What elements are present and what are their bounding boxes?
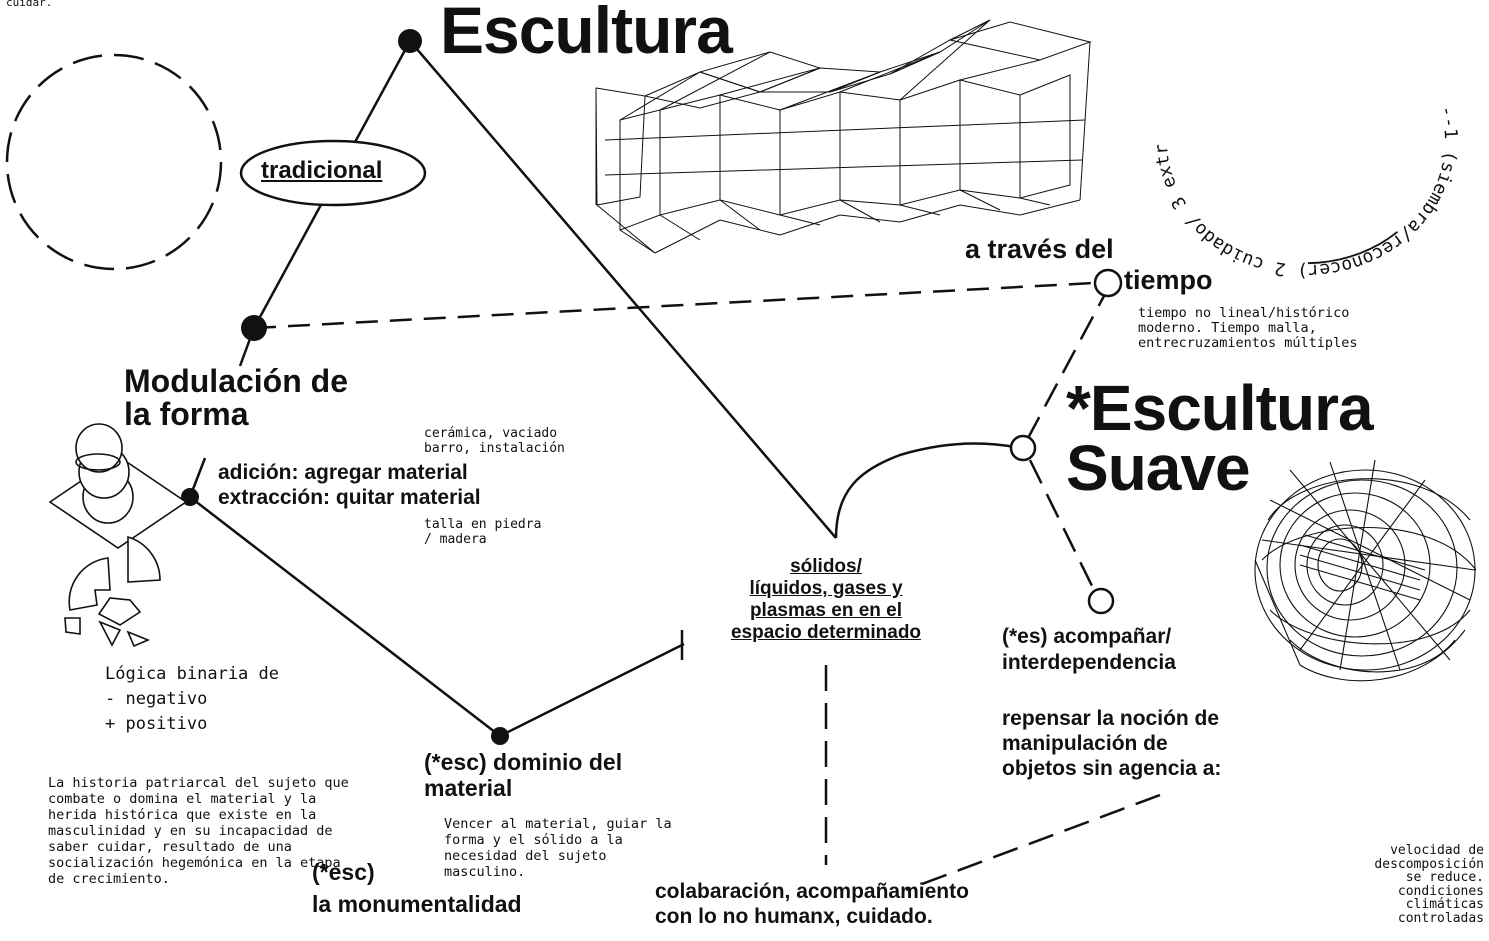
corner-text: cuidar. [6, 0, 53, 9]
note-vencer: Vencer al material, guiar la forma y el … [444, 816, 672, 880]
label-esc-dominio: (*esc) dominio del material [424, 749, 623, 801]
label-adicion: adición: agregar material [218, 461, 468, 484]
note-velocidad: velocidad de descomposición se reduce. c… [1374, 843, 1484, 926]
label-modulacion: Modulación de la forma [124, 363, 348, 432]
title-escultura: Escultura [440, 0, 733, 67]
label-colaboracion: colabaración, acompañamiento con lo no h… [655, 880, 969, 928]
node-tiempo [1093, 268, 1123, 298]
line-suave-to-tiempo [1025, 295, 1106, 441]
label-extraccion: extracción: quitar material [218, 486, 481, 509]
line-adicion-to-dominio [189, 496, 501, 737]
node-dominio [491, 727, 509, 745]
node-acompanar [1087, 587, 1115, 615]
wireframe-sculpture-drawing [595, 19, 1092, 254]
label-logica-binaria: Lógica binaria de - negativo + positivo [105, 664, 279, 734]
node-escultura [398, 29, 422, 53]
node-suave [1009, 434, 1037, 462]
note-tiempo: tiempo no lineal/histórico moderno. Tiem… [1138, 305, 1358, 351]
broken-pieces-drawing [64, 535, 161, 648]
label-esc-monumentalidad: (*esc) la monumentalidad [312, 859, 522, 917]
dashed-circle [5, 53, 223, 271]
label-repensar: repensar la noción de manipulación de ob… [1002, 707, 1222, 780]
line-escultura-to-solidos [409, 40, 837, 539]
note-ceramica: cerámica, vaciado barro, instalación [424, 426, 565, 456]
tradicional-ellipse [239, 139, 427, 207]
spheres-figure-drawing [48, 423, 188, 549]
label-es-acompanar: (*es) acompañar/ interdependencia [1002, 625, 1176, 674]
note-talla: talla en piedra / madera [424, 517, 542, 547]
curve-solidos-to-suave [834, 442, 1021, 539]
title-escultura-suave: *Escultura Suave [1066, 372, 1374, 504]
line-modulacion-to-tiempo [253, 281, 1095, 330]
node-modulacion [241, 315, 267, 341]
cylinder-wireframe-drawing [1254, 459, 1477, 682]
line-repensar-down [905, 793, 1161, 892]
label-a-traves: a través del [965, 234, 1114, 264]
line-dominio-to-solidos [499, 642, 685, 738]
label-tradicional: tradicional [261, 157, 383, 184]
label-solidos: sólidos/ líquidos, gases y plasmas en en… [730, 556, 922, 643]
text-historia: La historia patriarcal del sujeto que co… [48, 775, 349, 887]
line-suave-to-acompanar [1028, 459, 1096, 591]
label-tiempo: tiempo [1124, 265, 1213, 295]
